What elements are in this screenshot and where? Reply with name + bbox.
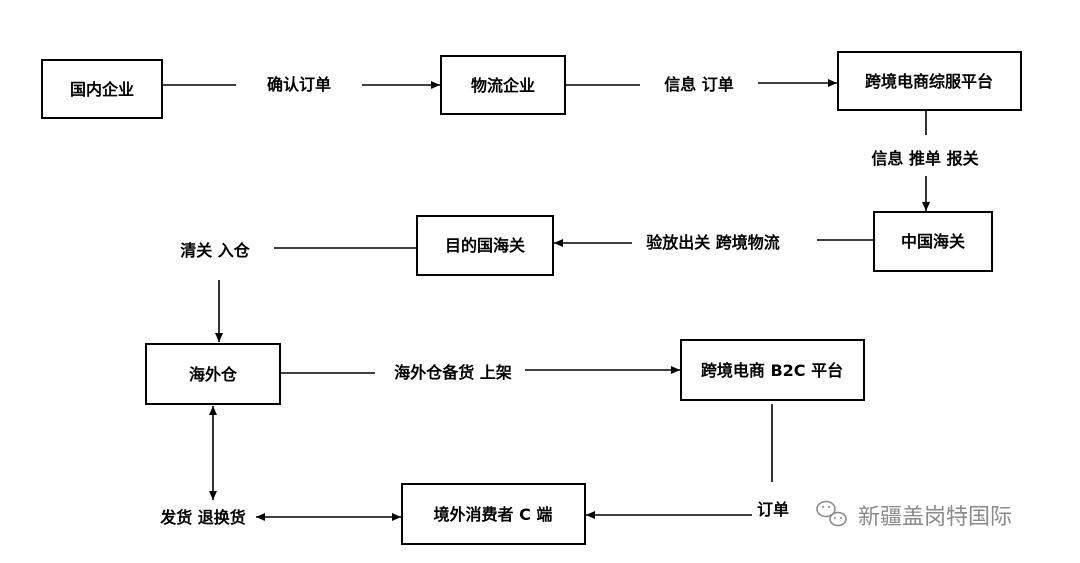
node-b2c-platform-label: 跨境电商 B2C 平台 <box>701 361 843 380</box>
edge-clearance-storage: 清关 入仓 <box>180 241 417 342</box>
edge-info-order-label: 信息 订单 <box>664 75 734 94</box>
node-overseas-warehouse: 海外仓 <box>145 343 281 405</box>
watermark-text: 新疆盖岗特国际 <box>858 505 1012 530</box>
watermark: 新疆盖岗特国际 <box>816 500 1012 530</box>
node-b2c-platform: 跨境电商 B2C 平台 <box>680 339 865 401</box>
edge-release-logistics: 验放出关 跨境物流 <box>554 233 874 252</box>
node-domestic-enterprise: 国内企业 <box>41 59 163 119</box>
edge-stock-listing: 海外仓备货 上架 <box>280 363 680 382</box>
edge-ship-return-label: 发货 退换货 <box>159 508 246 527</box>
node-overseas-consumer-label: 境外消费者 C 端 <box>434 505 553 524</box>
edge-release-logistics-label: 验放出关 跨境物流 <box>646 233 780 252</box>
node-china-customs: 中国海关 <box>873 211 993 272</box>
edge-stock-listing-label: 海外仓备货 上架 <box>394 363 512 382</box>
node-china-customs-label: 中国海关 <box>901 232 965 251</box>
node-logistics-enterprise: 物流企业 <box>440 55 566 115</box>
edge-clearance-storage-label: 清关 入仓 <box>180 241 251 260</box>
node-destination-customs-label: 目的国海关 <box>445 236 525 255</box>
edge-ship-return: 发货 退换货 <box>159 406 401 527</box>
wechat-icon <box>816 500 847 527</box>
node-domestic-enterprise-label: 国内企业 <box>70 80 134 99</box>
edge-confirm-order: 确认订单 <box>162 75 440 94</box>
edge-info-order: 信息 订单 <box>565 75 837 94</box>
node-service-platform: 跨境电商综服平台 <box>837 51 1022 111</box>
edge-info-push-declare: 信息 推单 报关 <box>871 110 979 211</box>
node-overseas-warehouse-label: 海外仓 <box>189 365 238 384</box>
node-overseas-consumer: 境外消费者 C 端 <box>401 483 586 545</box>
node-destination-customs: 目的国海关 <box>416 215 554 276</box>
node-service-platform-label: 跨境电商综服平台 <box>865 72 993 91</box>
edge-confirm-order-label: 确认订单 <box>267 75 331 94</box>
edge-info-push-declare-label: 信息 推单 报关 <box>871 149 978 168</box>
edge-order-label: 订单 <box>757 500 789 519</box>
edge-order: 订单 <box>586 404 789 519</box>
node-logistics-enterprise-label: 物流企业 <box>471 76 535 95</box>
